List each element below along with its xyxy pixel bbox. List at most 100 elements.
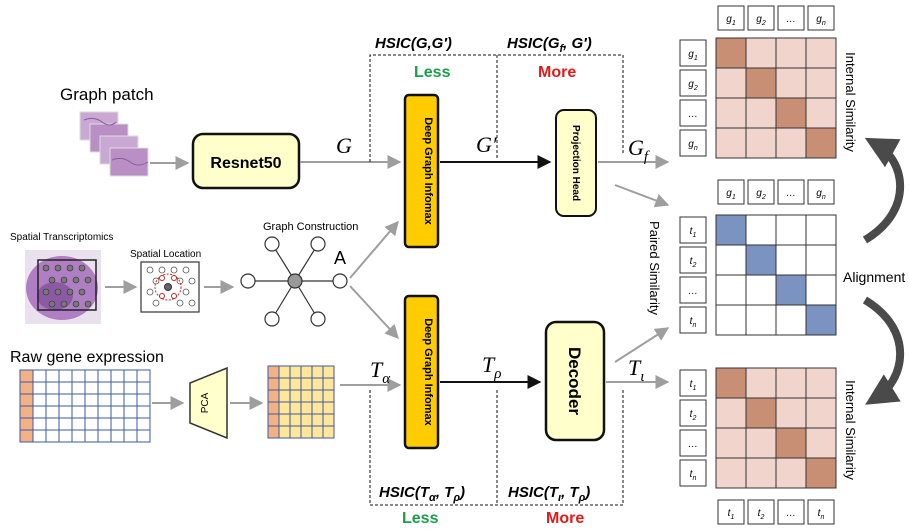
reduced-cell [278, 401, 291, 415]
arrow-decoder-to-paired [614, 327, 670, 363]
internal-t-cell [745, 367, 777, 399]
g-col-header-text: … [786, 14, 796, 25]
paired-row-header [679, 276, 707, 304]
g-row-header-text: g1 [688, 49, 698, 62]
hsic-top-bracket [369, 54, 624, 162]
paired-cell [805, 304, 837, 336]
internal-t-cell [715, 457, 747, 489]
reduced-cell [300, 365, 313, 379]
reduced-cell [267, 425, 280, 439]
gene-cell [58, 393, 73, 407]
arrow-graph-to-dgi-top [349, 220, 399, 279]
paired-col-header-text: … [786, 188, 796, 199]
decoder-block [544, 320, 606, 442]
raw-gene-expression-label: Raw gene expression [10, 349, 164, 366]
gene-cell [71, 417, 86, 431]
reduced-cell [322, 413, 335, 427]
gene-cell [45, 417, 60, 431]
g-col-header [777, 5, 805, 31]
reduced-cell [278, 425, 291, 439]
pca-block [189, 366, 228, 440]
gene-cell [110, 405, 125, 419]
internal-g-cell [715, 97, 747, 129]
reduced-cell [289, 425, 302, 439]
arrow-graph-to-dgi-bottom [349, 285, 399, 340]
reduced-cell [289, 377, 302, 391]
t-row-header [679, 369, 707, 397]
reduced-cell [267, 377, 280, 391]
paired-row-header-text: … [688, 286, 698, 297]
internal-t-cell [805, 427, 837, 459]
gene-cell [84, 405, 99, 419]
g-col-header [747, 5, 775, 31]
reduced-gene-matrix [267, 365, 335, 439]
alignment-arrow-down [862, 296, 905, 405]
gene-cell [123, 417, 138, 431]
gene-cell [123, 369, 138, 383]
internal-g-cell [805, 37, 837, 69]
gene-cell [84, 417, 99, 431]
paired-row-header-text: t2 [690, 256, 697, 269]
gene-cell [136, 405, 151, 419]
g-row-header [679, 129, 707, 157]
internal-t-cell [775, 397, 807, 429]
reduced-cell [300, 377, 313, 391]
gene-cell [45, 405, 60, 419]
reduced-cell [300, 389, 313, 403]
gene-cell [71, 369, 86, 383]
reduced-cell [278, 413, 291, 427]
gene-cell [45, 369, 60, 383]
paired-col-header [747, 179, 775, 205]
internal-t-cell [805, 367, 837, 399]
paired-col-header [807, 179, 835, 205]
hsic-top-right-word: More [538, 64, 576, 81]
gene-cell [136, 429, 151, 443]
gene-cell [58, 381, 73, 395]
internal-t-cell [775, 457, 807, 489]
gene-cell [123, 393, 138, 407]
internal-t-cell [775, 367, 807, 399]
reduced-cell [278, 365, 291, 379]
paired-col-header [777, 179, 805, 205]
paired-cell [775, 274, 807, 306]
internal-t-cell [805, 457, 837, 489]
reduced-cell [267, 365, 280, 379]
gene-cell [136, 381, 151, 395]
gene-cell [32, 393, 47, 407]
g-row-header [679, 69, 707, 97]
paired-col-header [717, 179, 745, 205]
internal-t-cell [715, 397, 747, 429]
internal-g-cell [775, 127, 807, 159]
gene-cell [84, 381, 99, 395]
paired-cell [745, 304, 777, 336]
gene-cell [97, 429, 112, 443]
t-col-header [747, 499, 775, 525]
t-rho-label: Tρ [482, 352, 501, 382]
gene-cell [84, 393, 99, 407]
dgi-top-label: Deep Graph Infomax [422, 117, 434, 225]
gene-cell [110, 417, 125, 431]
gene-cell [45, 429, 60, 443]
internal-g-cell [745, 127, 777, 159]
hsic-bottom-left: HSIC(Tα, Tρ) [379, 484, 465, 504]
gene-cell [110, 369, 125, 383]
g-col-header-text: g1 [726, 14, 736, 27]
reduced-cell [289, 401, 302, 415]
paired-row-header [679, 216, 707, 244]
t-col-header [717, 499, 745, 525]
paired-cell [715, 244, 747, 276]
gene-cell [58, 369, 73, 383]
internal-t-cell [715, 427, 747, 459]
gene-cell [136, 393, 151, 407]
gene-cell [136, 369, 151, 383]
adjacency-label: A [334, 248, 346, 268]
reduced-cell [300, 413, 313, 427]
gene-cell [123, 405, 138, 419]
gene-cell [32, 405, 47, 419]
gene-cell [45, 393, 60, 407]
raw-gene-matrix [19, 369, 151, 443]
gene-cell [19, 381, 34, 395]
reduced-cell [278, 377, 291, 391]
gene-cell [58, 417, 73, 431]
